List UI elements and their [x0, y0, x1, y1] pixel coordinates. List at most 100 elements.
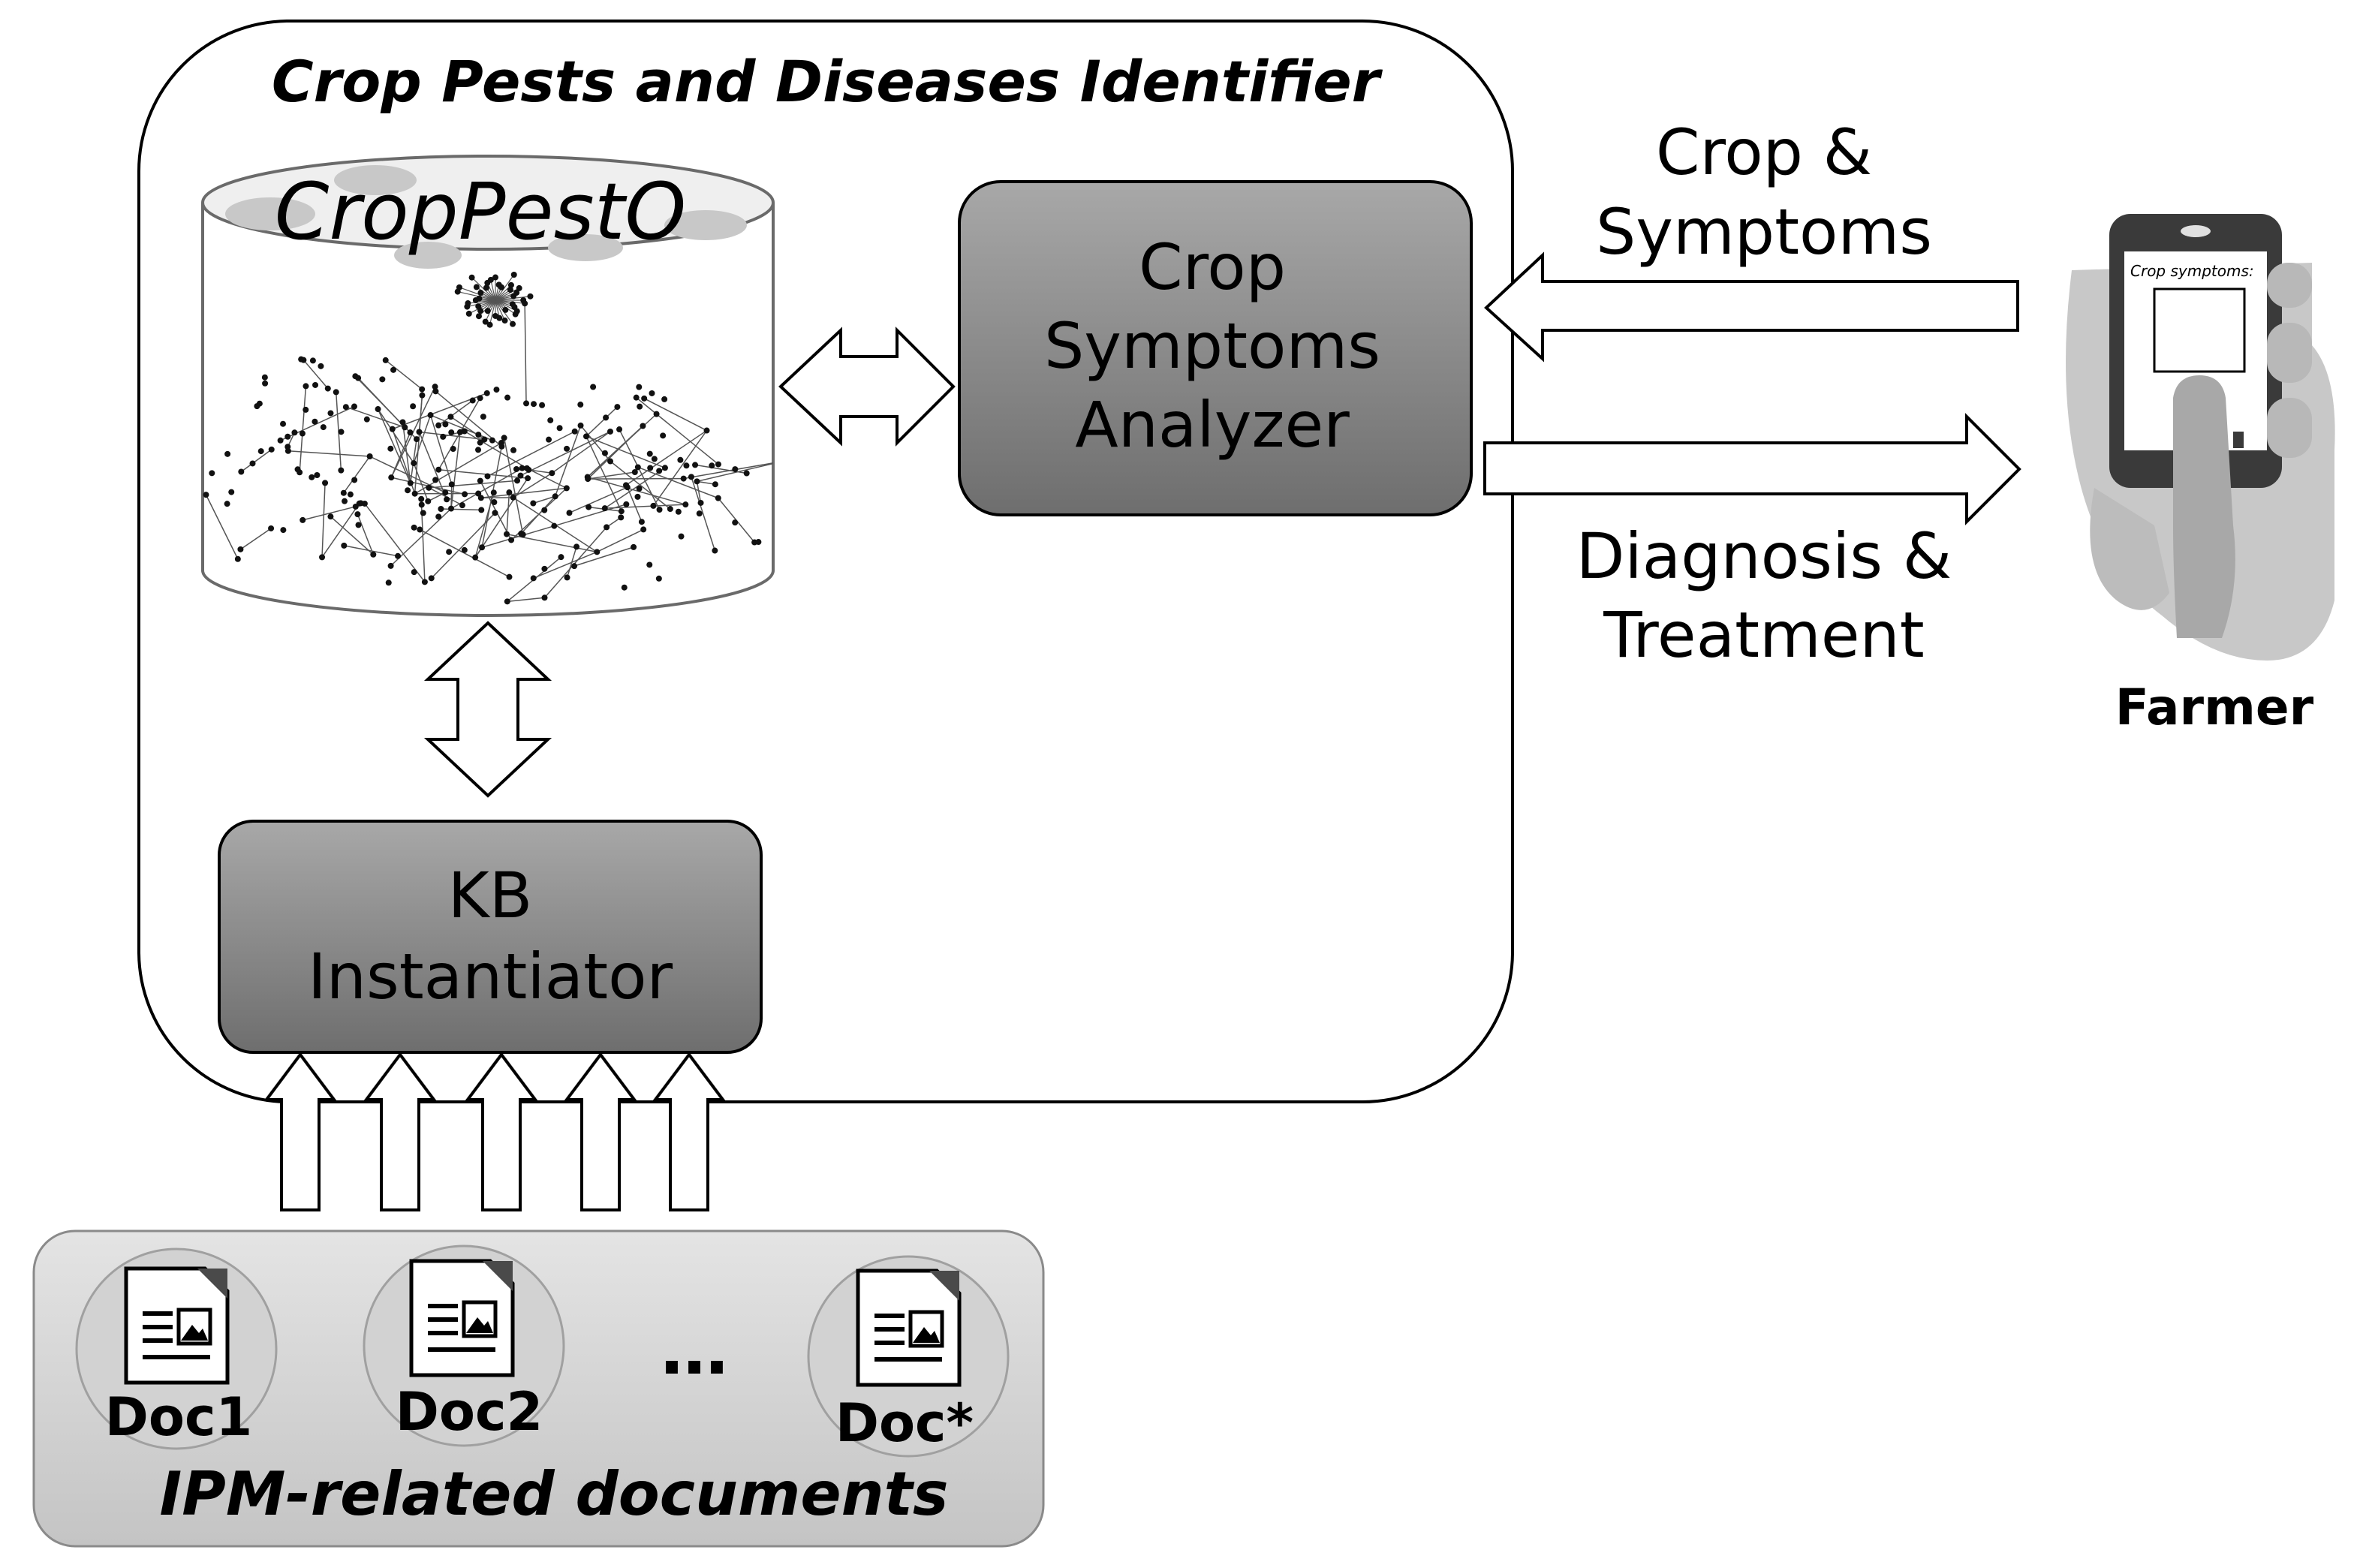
- graph-node: [456, 429, 463, 435]
- graph-node: [483, 284, 489, 291]
- graph-edge: [585, 406, 618, 437]
- identifier-title: Crop Pests and Diseases Identifier: [272, 48, 1383, 115]
- graph-node: [656, 507, 663, 513]
- graph-node: [427, 412, 434, 419]
- graph-edge: [656, 414, 719, 465]
- graph-edge: [390, 432, 411, 478]
- up-arrow: [263, 1052, 337, 1211]
- graph-node: [541, 594, 548, 601]
- graph-node: [640, 526, 647, 533]
- graph-edge: [413, 462, 429, 502]
- graph-node: [234, 555, 241, 562]
- graph-node: [389, 426, 396, 432]
- graph-node: [530, 575, 537, 582]
- graph-node: [341, 542, 348, 549]
- input-label-line2: Symptoms: [1596, 195, 1932, 269]
- graph-node: [732, 466, 739, 473]
- graph-node: [510, 272, 517, 278]
- graph-node: [624, 484, 631, 491]
- graph-node: [607, 458, 614, 465]
- graph-node: [492, 274, 498, 281]
- graph-node: [518, 531, 525, 537]
- graph-edge: [490, 279, 496, 301]
- graph-node: [523, 400, 530, 407]
- graph-node: [484, 308, 491, 315]
- graph-node: [419, 392, 426, 399]
- graph-edge: [481, 446, 503, 548]
- graph-node: [549, 470, 555, 477]
- graph-node: [647, 465, 654, 471]
- graph-node: [446, 549, 453, 555]
- graph-node: [355, 522, 362, 528]
- graph-node: [694, 478, 700, 485]
- graph-node: [356, 500, 363, 507]
- graph-node: [697, 499, 704, 506]
- analyzer-line2: Symptoms: [1044, 309, 1380, 383]
- graph-node: [450, 446, 456, 453]
- graph-node: [261, 374, 268, 381]
- graph-node: [459, 502, 465, 509]
- graph-node: [583, 433, 590, 440]
- graph-node: [481, 436, 488, 443]
- graph-edge: [413, 414, 432, 464]
- network-graph-icon: [203, 272, 773, 605]
- graph-node: [418, 501, 425, 508]
- graph-node: [688, 474, 694, 480]
- graph-node: [637, 403, 643, 410]
- graph-node: [551, 522, 558, 529]
- graph-edge: [321, 483, 326, 558]
- graph-edge: [543, 526, 607, 598]
- document-icon: [856, 1269, 962, 1387]
- graph-node: [636, 384, 643, 390]
- graph-node: [506, 573, 513, 580]
- graph-node: [510, 447, 517, 453]
- graph-edge: [554, 425, 582, 497]
- document-input-arrows: [263, 1052, 726, 1211]
- graph-edge: [430, 414, 493, 441]
- graph-node: [482, 318, 489, 325]
- graph-node: [577, 402, 584, 408]
- graph-node: [475, 303, 482, 310]
- graph-edge: [450, 468, 522, 510]
- graph-node: [655, 575, 662, 582]
- graph-node: [477, 395, 483, 402]
- graph-node: [514, 477, 521, 484]
- graph-edge: [418, 432, 447, 500]
- graph-node: [755, 539, 762, 546]
- graph-edge: [507, 597, 545, 603]
- graph-node: [351, 403, 357, 410]
- graph-edge: [486, 282, 496, 301]
- graph-node: [354, 511, 361, 518]
- graph-edge: [596, 528, 644, 553]
- graph-edge: [287, 450, 370, 457]
- graph-node: [435, 422, 442, 429]
- document-label: Doc2: [396, 1381, 543, 1443]
- graph-node: [407, 480, 414, 486]
- graph-edge: [636, 397, 658, 415]
- graph-edge: [697, 460, 773, 483]
- graph-node: [547, 417, 554, 423]
- graph-node: [715, 495, 721, 501]
- graph-node: [411, 490, 418, 497]
- graph-node: [338, 429, 345, 435]
- graph-node: [280, 527, 287, 534]
- graph-node: [327, 513, 334, 520]
- graph-node: [712, 547, 718, 554]
- graph-edge: [503, 438, 524, 535]
- documents-group-label: IPM-related documents: [160, 1459, 949, 1529]
- graph-node: [501, 318, 508, 324]
- graph-node: [510, 321, 516, 327]
- graph-node: [390, 366, 397, 373]
- graph-node: [493, 387, 500, 393]
- graph-edge: [377, 408, 411, 483]
- graph-edge: [464, 430, 528, 469]
- graph-edge: [627, 486, 643, 522]
- graph-node: [421, 579, 428, 585]
- graph-edge: [431, 512, 496, 579]
- graph-node: [411, 569, 417, 576]
- graph-node: [432, 477, 439, 483]
- up-arrow: [465, 1052, 538, 1211]
- graph-node: [712, 481, 718, 488]
- graph-node: [641, 395, 648, 402]
- graph-edge: [526, 468, 567, 489]
